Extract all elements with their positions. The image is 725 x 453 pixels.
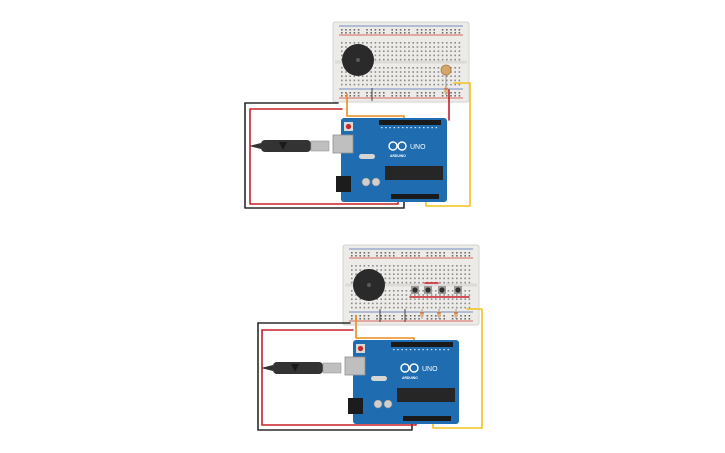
capacitor-2	[371, 177, 381, 187]
wire-yellow-signal[interactable]	[432, 308, 483, 429]
capacitor-2	[383, 399, 393, 409]
usb-port	[332, 134, 354, 154]
resistor-photoresistor	[444, 85, 448, 95]
resistor-body	[437, 311, 441, 317]
arduino-logo	[400, 363, 419, 373]
usb-plug-metal	[322, 362, 342, 374]
resistor-band	[437, 312, 441, 314]
resistor-1	[420, 309, 424, 319]
breadboard-holes	[341, 29, 461, 97]
push-button-2[interactable]	[424, 286, 432, 294]
analog-header	[391, 194, 439, 199]
capacitor-1	[373, 399, 383, 409]
photoresistor[interactable]	[440, 64, 452, 92]
wire-black-ground[interactable]	[244, 102, 405, 209]
button-cap[interactable]	[425, 287, 431, 293]
usb-symbol	[279, 142, 287, 150]
digital-header	[391, 342, 453, 347]
board-pcb	[341, 118, 447, 202]
breadboard-center-channel	[345, 283, 477, 287]
analog-header	[403, 416, 451, 421]
usb-plug-housing	[273, 362, 323, 374]
board-brand-text: ARDUINO	[402, 376, 418, 380]
resistor-band	[444, 88, 448, 90]
resistor-body	[420, 311, 424, 317]
buzzer-hole	[367, 283, 371, 287]
logo-loop-left	[388, 141, 398, 151]
digital-header	[379, 120, 441, 125]
board-model-text: UNO	[410, 144, 426, 151]
piezo-buzzer[interactable]	[342, 44, 374, 76]
arduino-uno-board[interactable]: ARDUINO UNO	[332, 118, 447, 202]
resistor-body	[454, 311, 458, 317]
resistor-2	[437, 309, 441, 319]
board-brand-text: ARDUINO	[390, 154, 406, 158]
usb-port	[344, 356, 366, 376]
circuit-1: ARDUINO UNO	[244, 21, 471, 209]
resistor-body	[444, 87, 448, 93]
capacitor-1	[361, 177, 371, 187]
wire-yellow-sensor[interactable]	[425, 82, 471, 207]
board-pcb	[353, 340, 459, 424]
logo-loop-left	[400, 363, 410, 373]
resistor-3	[454, 309, 458, 319]
arduino-uno-board[interactable]: ARDUINO UNO	[344, 340, 459, 424]
crystal-oscillator	[371, 376, 387, 381]
buzzer-hole	[356, 58, 360, 62]
cable-end	[261, 365, 273, 371]
resistor-band	[454, 312, 458, 314]
breadboard	[332, 21, 470, 103]
logo-loop-right	[397, 141, 407, 151]
wire-black-ground[interactable]	[257, 322, 413, 431]
usb-symbol	[291, 364, 299, 372]
reset-button-cap[interactable]	[345, 123, 352, 130]
arduino-logo	[388, 141, 407, 151]
breadboard	[342, 244, 480, 326]
circuit-2: ARDUINO UNO	[257, 244, 483, 431]
button-cap[interactable]	[412, 287, 418, 293]
resistor-band	[420, 312, 424, 314]
push-button-1[interactable]	[411, 286, 419, 294]
board-model-text: UNO	[422, 366, 438, 373]
logo-loop-right	[409, 363, 419, 373]
power-jack	[336, 176, 351, 192]
crystal-oscillator	[359, 154, 375, 159]
breadboard-center-channel	[335, 60, 467, 64]
photoresistor-body	[440, 64, 452, 76]
atmega-chip	[397, 388, 455, 402]
usb-cable[interactable]	[261, 362, 342, 374]
push-button-3[interactable]	[438, 286, 446, 294]
usb-plug-metal	[310, 140, 330, 152]
atmega-chip	[385, 166, 443, 180]
reset-button-cap[interactable]	[357, 345, 364, 352]
usb-plug-housing	[261, 140, 311, 152]
button-cap[interactable]	[455, 287, 461, 293]
wires-circuit-2	[257, 282, 483, 431]
push-button-4[interactable]	[454, 286, 462, 294]
cable-end	[249, 143, 261, 149]
button-cap[interactable]	[439, 287, 445, 293]
piezo-buzzer[interactable]	[353, 269, 385, 301]
usb-cable[interactable]	[249, 140, 330, 152]
power-jack	[348, 398, 363, 414]
